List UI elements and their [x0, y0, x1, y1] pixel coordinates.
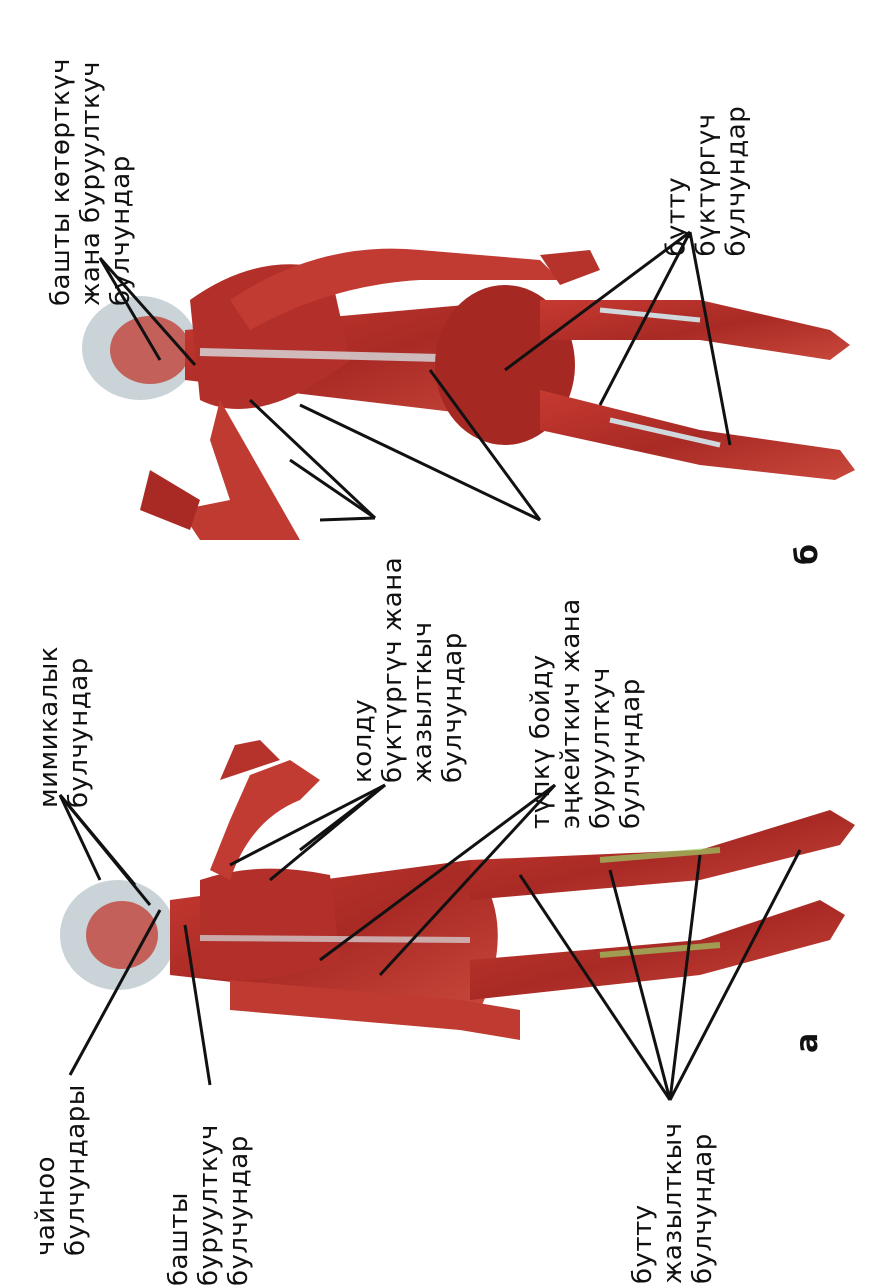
back-figure	[82, 249, 855, 540]
label-leg-flexors: бутту бүктүргүч булчундар	[662, 72, 754, 257]
figure-letter-front: а	[793, 1023, 829, 1053]
back-leg-bottom	[540, 390, 855, 480]
label-leg-extensors: бутту жазылткыч булчундар	[628, 1104, 720, 1284]
back-arm-bottom	[180, 400, 300, 540]
front-arm-top	[210, 760, 320, 880]
label-mimic-muscles: мимикалык булчундар	[34, 618, 96, 808]
label-head-raise-turn: башты көтөрткүч жана буруулткуч булчунда…	[46, 6, 138, 306]
label-head-turn-muscles: башты буруулткуч булчундар	[164, 1114, 256, 1286]
figure-letter-back: б	[793, 535, 829, 565]
label-chewing-muscles: чайноо булчундары	[31, 1096, 93, 1256]
label-arm-flexors-extensors: колду бүктүргүч жана жазылткыч булчундар	[348, 533, 472, 783]
label-trunk-muscles: түпкү бойду эңкейткич жана буруулткуч бу…	[526, 559, 650, 829]
